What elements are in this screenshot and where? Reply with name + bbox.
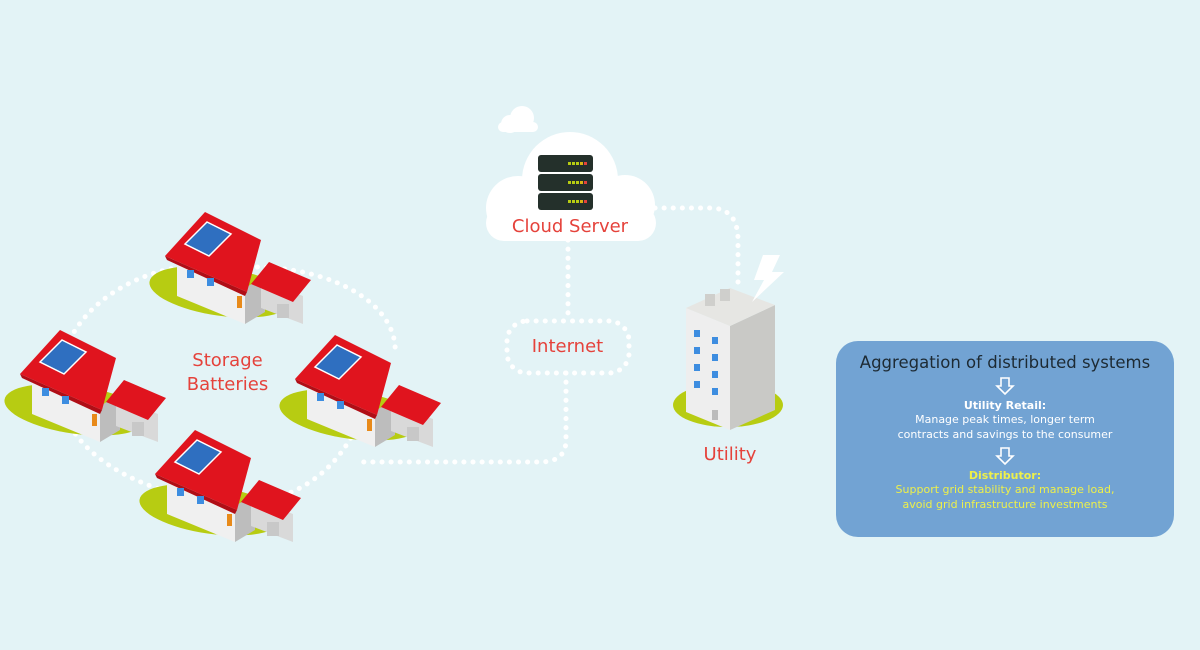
utility-retail-line: Manage peak times, longer term <box>915 413 1095 426</box>
utility-building-icon <box>673 288 783 430</box>
info-panel: Aggregation of distributed systems Utili… <box>836 341 1174 537</box>
house-solar-icon <box>0 329 167 445</box>
server-rack-icon <box>538 155 593 210</box>
small-cloud-icon <box>498 106 538 133</box>
info-panel-title: Aggregation of distributed systems <box>859 353 1151 372</box>
utility-retail-line: contracts and savings to the consumer <box>897 428 1113 441</box>
internet-label: Internet <box>531 336 604 357</box>
down-arrow-icon <box>995 377 1015 396</box>
lightning-icon <box>752 255 784 302</box>
internet-bubble-path <box>504 318 632 376</box>
cloud-server-label: Cloud Server <box>511 216 629 237</box>
down-arrow-icon <box>995 447 1015 466</box>
distributor-line: Support grid stability and manage load, <box>895 483 1115 496</box>
storage-label-line2: Batteries <box>186 374 269 395</box>
distributor-line: avoid grid infrastructure investments <box>902 498 1108 511</box>
storage-label-line1: Storage <box>192 350 263 371</box>
house-solar-icon <box>135 429 302 545</box>
connection-paths <box>56 205 741 506</box>
utility-label: Utility <box>703 444 757 465</box>
distributor-heading: Distributor: <box>968 469 1042 482</box>
storage-batteries-label: Storage Batteries <box>170 349 285 397</box>
cloud-to-utility-path <box>652 205 741 288</box>
house-solar-icon <box>275 334 442 450</box>
utility-retail-heading: Utility Retail: <box>963 399 1047 412</box>
